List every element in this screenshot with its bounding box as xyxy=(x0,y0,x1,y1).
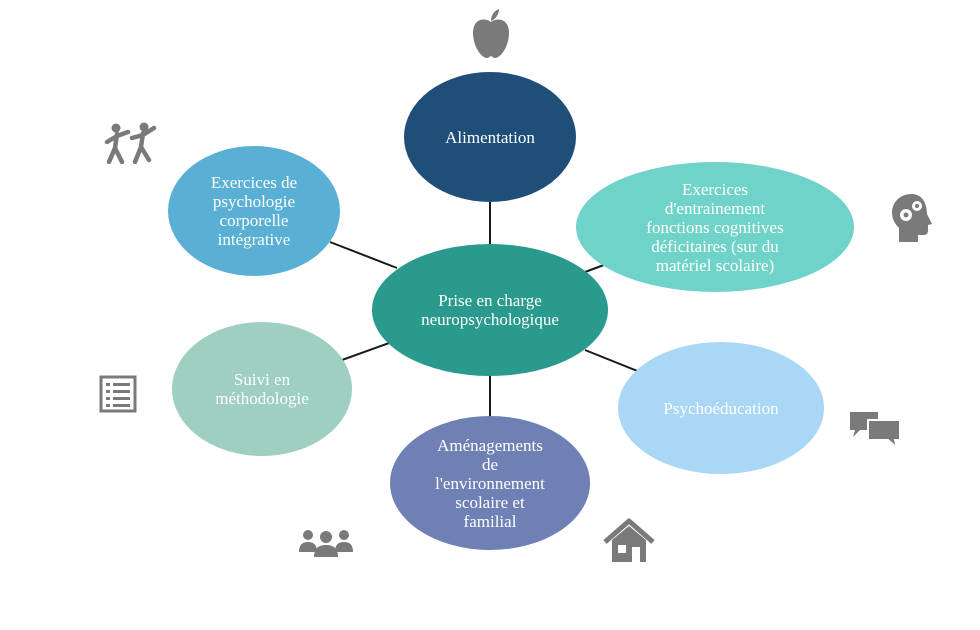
node-amenagements: Aménagements de l'environnement scolaire… xyxy=(390,416,590,550)
node-psychoeducation: Psychoéducation xyxy=(618,342,824,474)
chat-bubbles-icon xyxy=(850,412,901,450)
node-alimentation: Alimentation xyxy=(404,72,576,202)
connector-psychoeducation xyxy=(584,349,641,373)
connector-suivi-methodologie xyxy=(341,341,393,361)
apple-icon xyxy=(473,9,509,58)
house-icon xyxy=(603,518,655,562)
checklist-icon xyxy=(99,375,137,413)
connector-exercices-psychologie xyxy=(329,241,398,269)
node-psychoeducation-label: Psychoéducation xyxy=(663,398,779,418)
node-exercices-psychologie-label: Exercices de psychologie corporelle inté… xyxy=(210,173,298,249)
dancing-people-icon xyxy=(104,122,157,164)
node-alimentation-label: Alimentation xyxy=(445,127,535,147)
node-exercices-cognitifs: Exercices d'entrainement fonctions cogni… xyxy=(576,162,854,292)
node-suivi-methodologie-label: Suivi en méthodologie xyxy=(215,370,309,408)
node-center-label: Prise en charge neuropsychologique xyxy=(421,291,559,329)
node-exercices-psychologie: Exercices de psychologie corporelle inté… xyxy=(168,146,340,276)
node-center: Prise en charge neuropsychologique xyxy=(372,244,608,376)
node-amenagements-label: Aménagements de l'environnement scolaire… xyxy=(435,435,545,531)
group-people-icon xyxy=(299,530,353,557)
head-gears-icon xyxy=(892,194,932,242)
node-suivi-methodologie: Suivi en méthodologie xyxy=(172,322,352,456)
node-exercices-cognitifs-label: Exercices d'entrainement fonctions cogni… xyxy=(646,179,784,275)
